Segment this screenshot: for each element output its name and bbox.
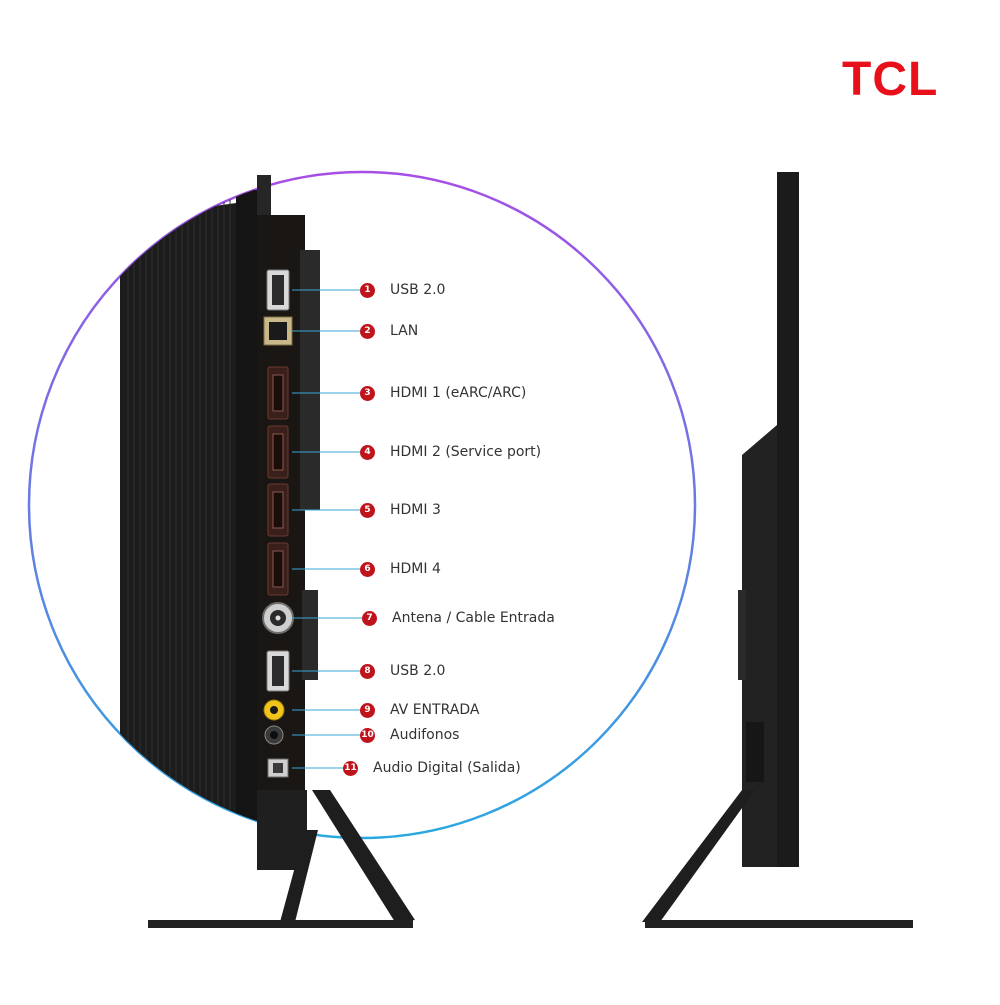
port-number-badge: 5 xyxy=(360,503,375,518)
port-number-badge: 2 xyxy=(360,324,375,339)
hdmi-port-icon xyxy=(267,425,289,479)
port-number-badge: 10 xyxy=(360,728,375,743)
port-label: USB 2.0 xyxy=(390,663,446,679)
port-panel-bezel-lower xyxy=(302,590,318,680)
ethernet-port-icon xyxy=(263,316,293,346)
hdmi-port-icon xyxy=(267,542,289,596)
av-port-icon xyxy=(263,699,285,721)
usb-port-icon xyxy=(266,650,290,692)
right-stand-leg xyxy=(642,790,755,922)
port-label: HDMI 1 (eARC/ARC) xyxy=(390,385,527,401)
port-label: Antena / Cable Entrada xyxy=(392,610,555,626)
port-label: LAN xyxy=(390,323,419,339)
port-label: HDMI 2 (Service port) xyxy=(390,444,542,460)
port-number-badge: 11 xyxy=(343,761,358,776)
port-number-badge: 1 xyxy=(360,283,375,298)
coax-port-icon xyxy=(262,602,294,634)
left-stand-base xyxy=(148,920,413,928)
port-number-badge: 6 xyxy=(360,562,375,577)
right-tv-side-jack xyxy=(746,722,764,782)
hdmi-port-icon xyxy=(267,483,289,537)
port-label: HDMI 4 xyxy=(390,561,441,577)
optical-port-icon xyxy=(267,758,289,778)
port-label: USB 2.0 xyxy=(390,282,446,298)
port-label: HDMI 3 xyxy=(390,502,441,518)
gradient-ring xyxy=(27,170,697,840)
tv-back-panel xyxy=(120,200,260,830)
right-stand-base xyxy=(645,920,913,928)
port-panel-bezel xyxy=(300,250,320,510)
tcl-logo: TCL xyxy=(842,53,939,106)
tv-top-cap xyxy=(257,175,271,215)
left-stand-strut xyxy=(280,830,318,922)
port-number-badge: 8 xyxy=(360,664,375,679)
port-number-badge: 9 xyxy=(360,703,375,718)
hdmi-port-icon xyxy=(267,366,289,420)
port-label: Audifonos xyxy=(390,727,460,743)
tv-back-ribs xyxy=(127,180,231,838)
usb-port-icon xyxy=(266,269,290,311)
left-stand-leg xyxy=(312,790,415,922)
port-number-badge: 3 xyxy=(360,386,375,401)
right-tv-screen-edge xyxy=(777,172,799,867)
port-number-badge: 4 xyxy=(360,445,375,460)
port-label: Audio Digital (Salida) xyxy=(373,760,521,776)
port-label: AV ENTRADA xyxy=(390,702,480,718)
right-tv-port-bump xyxy=(738,590,746,680)
tv-edge-column xyxy=(236,190,260,820)
port-number-badge: 7 xyxy=(362,611,377,626)
headphone-jack-icon xyxy=(264,725,284,745)
